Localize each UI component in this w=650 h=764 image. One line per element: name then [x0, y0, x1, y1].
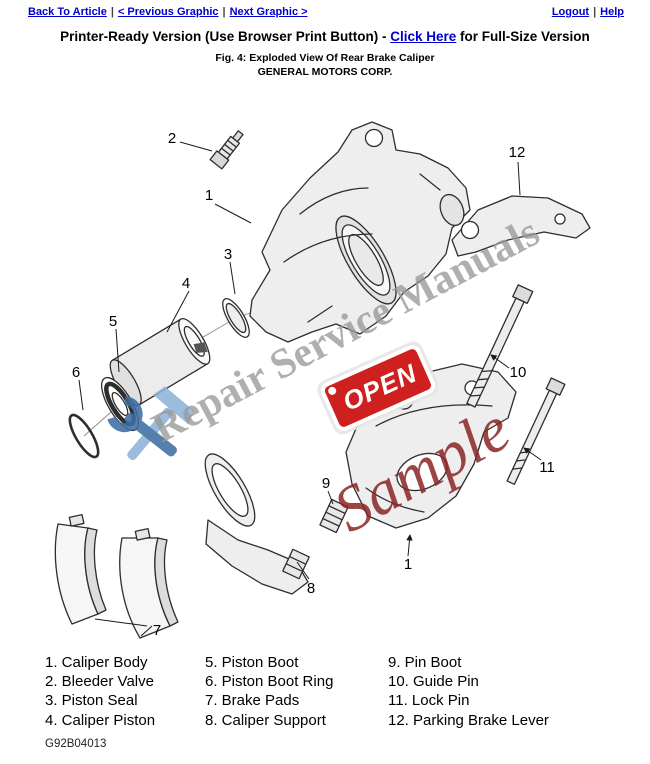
legend-item: 9. Pin Boot — [388, 654, 462, 671]
help-link[interactable]: Help — [600, 6, 624, 18]
company-name: GENERAL MOTORS CORP. — [257, 66, 393, 78]
legend-item: 8. Caliper Support — [205, 711, 326, 729]
pin-boot-part — [319, 498, 349, 534]
legend-column-3: 9. Pin Boot 10. Guide Pin 11. Lock Pin 1… — [388, 653, 549, 730]
figure-caption: Fig. 4: Exploded View Of Rear Brake Cali… — [215, 52, 435, 64]
legend-column-1: 1. Caliper Body 2. Bleeder Valve 3. Pist… — [45, 653, 155, 730]
nav-separator: | — [593, 6, 597, 18]
legend-item: 1. Caliper Body — [45, 654, 148, 671]
legend-item: 3. Piston Seal — [45, 692, 138, 710]
legend-item: 2. Bleeder Valve — [45, 673, 154, 691]
legend-item: 5. Piston Boot — [205, 654, 299, 671]
caliper-body-part — [249, 121, 471, 343]
parts-legend: 1. Caliper Body 2. Bleeder Valve 3. Pist… — [0, 653, 650, 735]
legend-item: 4. Caliper Piston — [45, 711, 156, 729]
open-sign: OPEN — [317, 341, 439, 435]
brake-pads-part — [54, 513, 179, 639]
callout-9: 9 — [322, 475, 330, 492]
tools-icon — [107, 386, 195, 461]
callout-4: 4 — [182, 275, 190, 292]
callout-8: 8 — [307, 580, 315, 597]
nav-right-group: Logout|Help — [552, 6, 624, 18]
parking-brake-lever-part — [451, 195, 591, 257]
legend-item: 7. Brake Pads — [205, 692, 300, 710]
callout-1: 1 — [205, 187, 213, 204]
callout-6: 6 — [72, 364, 80, 381]
callout-12: 12 — [509, 144, 526, 161]
callout-11: 11 — [539, 459, 555, 476]
top-navigation: Back To Article|< Previous Graphic|Next … — [28, 6, 624, 18]
callout-7: 7 — [153, 622, 161, 639]
graphic-area: 1 2 3 4 5 6 7 8 9 10 11 12 1 — [0, 92, 650, 650]
nav-left-group: Back To Article|< Previous Graphic|Next … — [28, 6, 308, 18]
guide-pin-part — [466, 284, 534, 408]
next-graphic-link[interactable]: Next Graphic > — [229, 6, 308, 18]
printer-ready-prefix: Printer-Ready Version (Use Browser Print… — [60, 29, 391, 44]
logout-link[interactable]: Logout — [551, 6, 590, 18]
legend-item: 10. Guide Pin — [388, 673, 479, 691]
callouts: 1 2 3 4 5 6 7 8 9 10 11 12 1 — [72, 130, 555, 639]
leader-lines — [78, 141, 542, 637]
caliper-piston-part — [109, 317, 211, 407]
printer-ready-suffix: for Full-Size Version — [456, 29, 590, 44]
bleeder-valve-part — [209, 130, 244, 170]
back-to-article-link[interactable]: Back To Article — [28, 6, 107, 18]
figure-id: G92B04013 — [45, 738, 107, 750]
brake-caliper-diagram: 1 2 3 4 5 6 7 8 9 10 11 12 1 — [54, 121, 591, 639]
legend-item: 12. Parking Brake Lever — [388, 711, 549, 729]
piston-boot-ring-part — [68, 413, 100, 459]
open-sign-board — [320, 345, 436, 431]
nav-separator: | — [222, 6, 226, 18]
piston-seal-part — [222, 298, 250, 338]
legend-item: 11. Lock Pin — [388, 692, 470, 710]
callout-2: 2 — [168, 130, 176, 147]
click-here-link[interactable]: Click Here — [390, 29, 457, 44]
callout-1-assembled: 1 — [404, 556, 412, 573]
nav-separator: | — [110, 6, 114, 18]
legend-column-2: 5. Piston Boot 6. Piston Boot Ring 7. Br… — [205, 653, 333, 730]
callout-5: 5 — [109, 313, 117, 330]
printer-ready-title: Printer-Ready Version (Use Browser Print… — [0, 29, 650, 44]
lock-pin-part — [506, 377, 566, 485]
caliper-support-part — [204, 453, 310, 595]
legend-item: 6. Piston Boot Ring — [205, 673, 334, 691]
callout-3: 3 — [224, 246, 232, 263]
previous-graphic-link[interactable]: < Previous Graphic — [117, 6, 219, 18]
callout-10: 10 — [510, 364, 527, 381]
